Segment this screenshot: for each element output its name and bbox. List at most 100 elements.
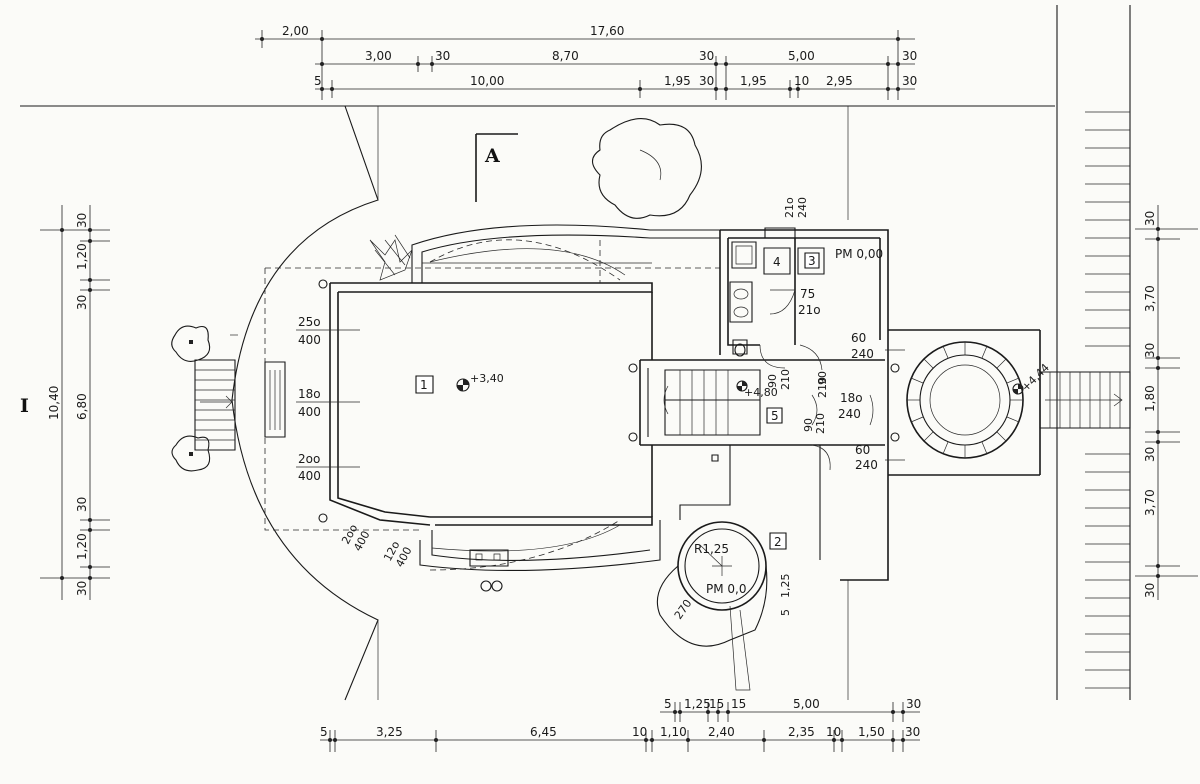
door-d5-height: 210: [816, 377, 829, 398]
tower-radius: R1,25: [694, 542, 729, 556]
dim-bottom-2-a: 5: [320, 725, 328, 739]
room-number-1: 1: [420, 378, 428, 392]
door-d1-height: 240: [796, 197, 809, 218]
dim-bottom-2-g: 2,35: [788, 725, 815, 739]
dim-bottom-2-i: 1,50: [858, 725, 885, 739]
dim-top-3-c: 1,95: [664, 74, 691, 88]
level-444: +4,44: [1019, 361, 1052, 394]
dim-bottom-2-e: 1,10: [660, 725, 687, 739]
dim-top-3-f: 10: [794, 74, 809, 88]
room-number-2: 2: [774, 535, 782, 549]
room-number-4: 4: [773, 255, 781, 269]
dim-left-a1: 30: [75, 213, 89, 228]
dim-left-b2: 10,40: [47, 386, 61, 420]
tower-west: [657, 522, 766, 690]
door-d6-height: 240: [838, 407, 861, 421]
dim-right-3: 30: [1143, 343, 1157, 358]
tower-side-2: 5: [779, 609, 792, 616]
dim-left-c3: 30: [75, 581, 89, 596]
tower-east: [907, 342, 1023, 458]
dim-right-5: 30: [1143, 447, 1157, 462]
door-d4-height: 210: [779, 369, 792, 390]
dim-top-3-e: 1,95: [740, 74, 767, 88]
door-d4-width: 90: [766, 374, 779, 388]
opening-w2-height: 400: [298, 405, 321, 419]
stairs-east: [1040, 372, 1130, 428]
dim-right-4: 1,80: [1143, 385, 1157, 412]
level-340: +3,40: [470, 372, 504, 385]
door-d7-width: 90: [802, 418, 815, 432]
dim-top-3-a: 5: [314, 74, 322, 88]
dim-bottom-1-b: 1,25: [684, 697, 711, 711]
dim-bottom-2-b: 3,25: [376, 725, 403, 739]
door-d8-height: 240: [855, 458, 878, 472]
dim-top-2-e: 5,00: [788, 49, 815, 63]
room-number-3: 3: [808, 254, 816, 268]
dim-bottom-2-c: 6,45: [530, 725, 557, 739]
dim-top-3-b: 10,00: [470, 74, 504, 88]
road-steps: [1085, 112, 1130, 688]
dim-left-c2: 1,20: [75, 533, 89, 560]
opening-w1-width: 25o: [298, 315, 321, 329]
dim-bottom-2-d: 10: [632, 725, 647, 739]
site-outline: [20, 5, 1130, 700]
inner-staircase: [664, 370, 760, 435]
tower-side: 1,25: [779, 574, 792, 599]
dim-right-7: 30: [1143, 583, 1157, 598]
bathroom-fixtures: [730, 228, 824, 356]
dim-left-b1: 6,80: [75, 393, 89, 420]
dim-top-2-f: 30: [902, 49, 917, 63]
door-d5-width: 90: [816, 371, 829, 385]
dim-bottom-1-c: 15: [709, 697, 724, 711]
tower-arc: 270: [672, 597, 695, 622]
west-windows: [265, 330, 360, 467]
dim-top-2-d: 30: [699, 49, 714, 63]
dim-right-1: 30: [1143, 211, 1157, 226]
dim-left-c1: 30: [75, 497, 89, 512]
dim-bottom-2-f: 2,40: [708, 725, 735, 739]
entrance-stairs-left: [195, 360, 235, 450]
level-480: +4,80: [744, 386, 778, 399]
dim-top-2-c: 8,70: [552, 49, 579, 63]
dim-top-2-b: 30: [435, 49, 450, 63]
level-markers: [457, 379, 1023, 394]
building-walls: [265, 225, 1040, 580]
shrub-left-top: [172, 326, 210, 361]
dim-top-3-g: 2,95: [826, 74, 853, 88]
dim-bottom-1-a: 5: [664, 697, 672, 711]
section-label-a: A: [484, 145, 500, 167]
plant-northwest: [370, 235, 412, 280]
labels: 2,00 17,60 3,00 30 8,70 30 5,00 30 5 10,…: [20, 24, 1157, 739]
dimension-lines: [40, 30, 1198, 752]
dim-left-a2: 1,20: [75, 243, 89, 270]
dim-bottom-1-d: 15: [731, 697, 746, 711]
dim-right-2: 3,70: [1143, 285, 1157, 312]
door-d2-height: 21o: [798, 303, 821, 317]
dim-bottom-2-h: 10: [826, 725, 841, 739]
left-marker: I: [20, 395, 29, 417]
room-number-boxes: [416, 253, 819, 549]
opening-w1-height: 400: [298, 333, 321, 347]
dim-top-1-b: 17,60: [590, 24, 624, 38]
dim-top-2-a: 3,00: [365, 49, 392, 63]
section-marker-a: [476, 134, 518, 202]
door-d2-width: 75: [800, 287, 815, 301]
dim-bottom-1-e: 5,00: [793, 697, 820, 711]
dim-top-3-d: 30: [699, 74, 714, 88]
dim-top-3-h: 30: [902, 74, 917, 88]
opening-w3-height: 400: [298, 469, 321, 483]
furniture-bottom: [470, 550, 508, 591]
level-pm-top: PM 0,00: [835, 247, 883, 261]
dim-left-a3: 30: [75, 295, 89, 310]
shrub-left-bottom: [172, 436, 210, 471]
door-d7-height: 210: [814, 413, 827, 434]
door-d8-width: 60: [855, 443, 870, 457]
dim-right-6: 3,70: [1143, 489, 1157, 516]
opening-w3-width: 2oo: [298, 452, 320, 466]
room-number-5: 5: [771, 409, 779, 423]
dim-bottom-1-f: 30: [906, 697, 921, 711]
door-d3-width: 60: [851, 331, 866, 345]
door-swings: [430, 249, 905, 551]
door-d3-height: 240: [851, 347, 874, 361]
